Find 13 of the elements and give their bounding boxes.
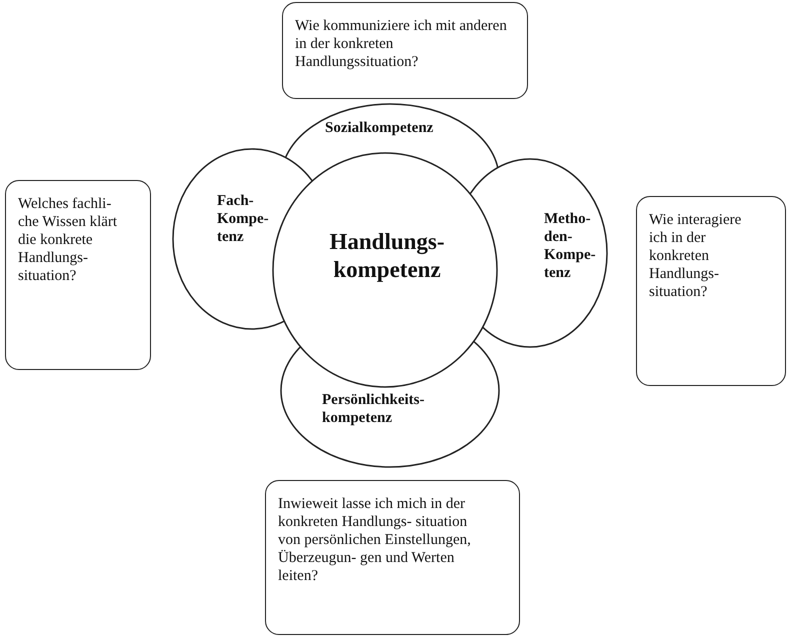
question-box: [636, 196, 786, 386]
question-text: Wie interagiere ich in der konkreten Handlungs- situation?: [649, 211, 742, 301]
competence-label: Handlungs- kompetenz: [328, 228, 446, 284]
competence-label: Metho- den- Kompe- tenz: [544, 210, 597, 282]
competence-label: Sozialkompetenz: [325, 119, 434, 137]
question-text: Inwieweit lasse ich mich in der konkreten Handlungs- situation von persönlichen Einstellungen, Überzeugun- gen und Werten leiten?: [278, 495, 472, 585]
question-text: Wie kommuniziere ich mit anderen in der konkreten Handlungssituation?: [295, 17, 508, 71]
competence-label: Persönlichkeits- kompetenz: [322, 391, 426, 427]
question-text: Welches fachli- che Wissen klärt die konkrete Handlungs- situation?: [18, 195, 118, 285]
question-box: [282, 2, 528, 99]
question-box: [265, 480, 520, 635]
question-box: [5, 180, 151, 370]
competence-label: Fach- Kompe- tenz: [217, 192, 270, 246]
